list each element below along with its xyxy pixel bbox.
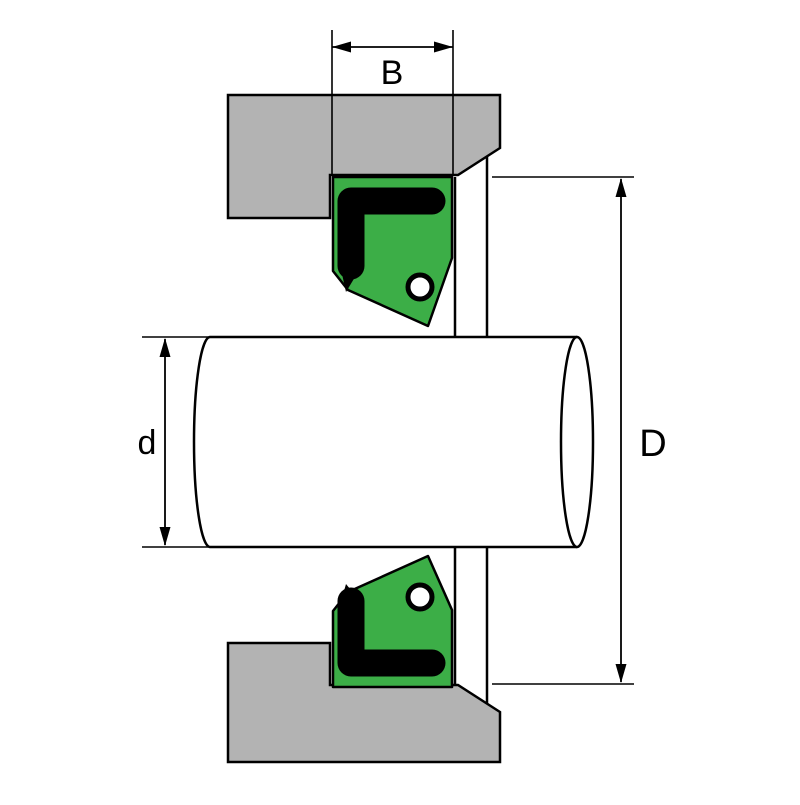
arrowhead-down-icon: [159, 527, 171, 546]
seal-bottom-lip: [338, 584, 364, 612]
arrowhead-up-icon: [159, 338, 171, 357]
seal-top: [331, 175, 454, 328]
housing-block-bottom: [226, 641, 502, 764]
seal-top-lip: [338, 256, 364, 292]
shaft-body: [210, 337, 577, 547]
shaft-left-end-arc: [192, 335, 211, 549]
shaft: [192, 335, 595, 549]
shaft-right-end-ellipse: [559, 335, 595, 549]
seal-bottom: [331, 554, 454, 689]
seal-top-metal-case: [337, 187, 446, 280]
arrowhead-right-icon: [434, 41, 453, 53]
seal-top-garter-spring: [405, 272, 435, 302]
seal-bottom-metal-case: [337, 587, 446, 677]
dimension-d: d: [138, 336, 208, 548]
dimension-D: D: [492, 176, 667, 685]
dimension-label-d: d: [138, 424, 157, 462]
seal-bottom-garter-spring: [405, 582, 435, 612]
arrowhead-down-icon: [615, 664, 627, 683]
arrowhead-up-icon: [615, 178, 627, 197]
dimension-label-B: B: [381, 54, 404, 92]
dimension-label-D: D: [639, 423, 666, 465]
dimension-B: B: [332, 41, 453, 92]
arrowhead-left-icon: [332, 41, 351, 53]
housing-block-top: [226, 93, 502, 220]
